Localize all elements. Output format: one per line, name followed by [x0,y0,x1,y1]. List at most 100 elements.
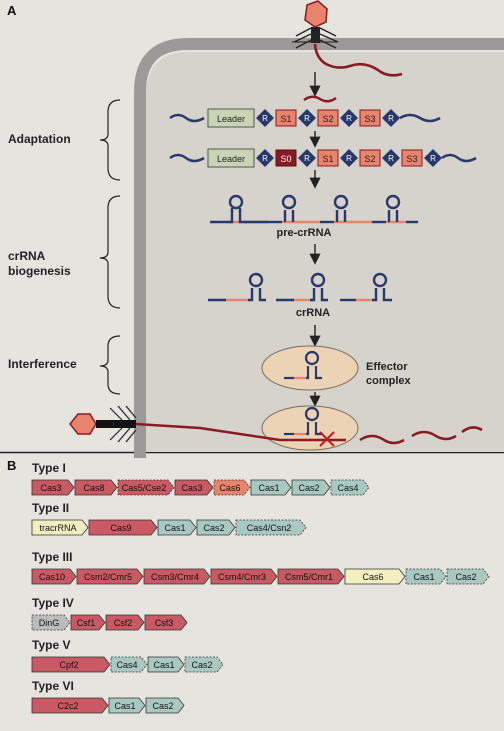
biogenesis-brace [99,195,121,309]
effector-label-line1: Effector [366,361,408,373]
phage-top [292,0,339,49]
gene-arrow [235,519,307,536]
spacer-label: S0 [280,154,291,164]
repeat-diamond [340,109,358,127]
phage-tail-icon [96,420,136,428]
gene-arrow [31,656,111,673]
repeat-diamond [256,109,274,127]
gene-arrow [144,614,188,631]
spacer-box [359,149,381,167]
gene-arrow [291,479,331,496]
repeat-diamond [382,149,400,167]
gene-arrow [405,568,447,585]
injected-dna [313,43,403,77]
gene-arrow [213,479,251,496]
gene-arrow [250,479,292,496]
interference-brace [99,335,121,395]
gene-label: Csm4/Cmr3 [218,572,266,582]
repeat-diamond [298,109,316,127]
gene-label: Csf3 [155,618,174,628]
interference-crrna [284,406,322,436]
gene-label: Csf2 [114,618,133,628]
operon-type-title: Type VI [32,679,74,693]
gene-label: Cas1 [164,523,185,533]
dna-fragment-2 [411,430,457,441]
protospacer-fragment [303,95,337,103]
gene-label: Csm5/Cmr1 [285,572,333,582]
gene-arrow [143,568,211,585]
dna-fragment-1 [359,434,405,445]
gene-arrow [196,519,236,536]
dna-fragment-3 [461,426,483,434]
repeat-label: R [388,114,394,123]
panel-b-bg [0,453,504,726]
gene-label: Cas8 [83,483,104,493]
pre-crrna-transcript [210,194,418,224]
gene-arrow [70,614,106,631]
repeat-label: R [430,154,436,163]
gene-arrow [157,519,197,536]
gene-arrow [110,656,148,673]
pre-crrna-label: pre-crRNA [276,227,331,239]
operon-type-title: Type I [32,461,66,475]
gene-label: Cas4/Csn2 [247,523,292,533]
crispr-array-2: Leader R S0 R S1 R S2 R S3 R [169,148,477,168]
phage-legs-icon [293,27,339,49]
gene-label: Cas4 [116,660,137,670]
phage-left [69,405,137,443]
gene-arrow [31,479,75,496]
gene-arrow [277,568,345,585]
gene-arrow [184,656,224,673]
gene-arrow [174,479,214,496]
repeat-diamond [382,109,400,127]
gene-label: Cas3 [181,483,202,493]
spacer-label: S1 [280,114,291,124]
panel-b-label: B [7,458,16,473]
gene-label: Cas1 [114,701,135,711]
spacer-box [317,149,339,167]
spacer-box [359,109,381,127]
crrna-label: crRNA [296,307,330,319]
spacer-box [401,149,423,167]
panel-a-label: A [7,3,17,18]
gene-label: Cas2 [191,660,212,670]
operon-type-title: Type III [32,550,72,564]
repeat-label: R [262,154,268,163]
interference-complex-oval [261,405,359,451]
gene-label: Cas2 [298,483,319,493]
gene-label: tracrRNA [39,523,76,533]
gene-label: Csm3/Cmr4 [151,572,199,582]
gene-arrow [330,479,370,496]
repeat-label: R [346,114,352,123]
spacer-label: S3 [364,114,375,124]
gene-label: Cas10 [39,572,65,582]
gene-arrow [344,568,406,585]
stage-biogenesis-2: biogenesis [8,264,71,278]
gene-arrow [210,568,278,585]
gene-label: Csm2/Cmr5 [84,572,132,582]
leader-box-1 [207,108,255,128]
gene-label: C2c2 [57,701,78,711]
effector-label-line2: complex [366,375,412,387]
invading-dna [135,422,346,442]
gene-label: Cas3 [40,483,61,493]
gene-arrow [108,697,146,714]
new-spacer-box [275,149,297,167]
operon-type-title: Type IV [32,596,74,610]
gene-arrow [145,697,185,714]
repeat-label: R [346,154,352,163]
stage-interference: Interference [8,357,77,371]
operon-type-title: Type V [32,638,70,652]
gene-label: Cas6 [219,483,240,493]
adaptation-brace [99,99,121,181]
gene-arrow [105,614,145,631]
gene-label: Cas2 [152,701,173,711]
gene-arrow [117,479,175,496]
leader-box-2 [207,148,255,168]
crispr-array-1: Leader R S1 R S2 R S3 R [169,108,441,128]
gene-label: Cpf2 [59,660,78,670]
effector-crrna [284,350,322,380]
